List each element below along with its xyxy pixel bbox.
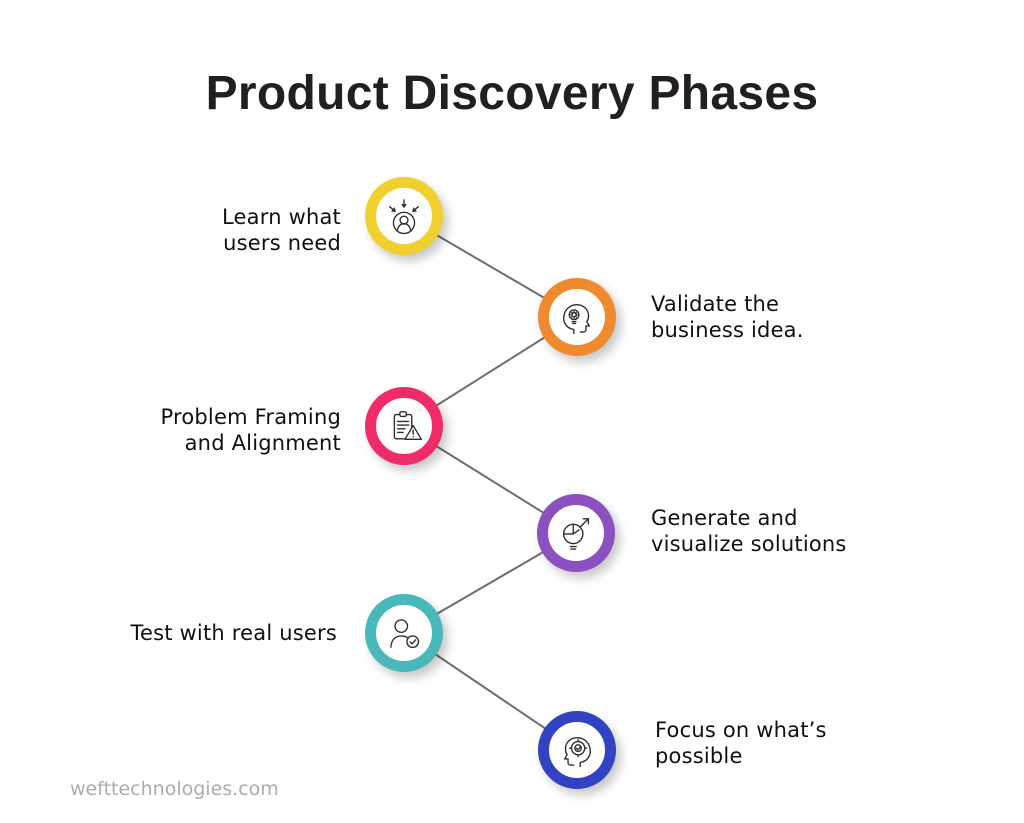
phase-node-learn <box>365 177 443 255</box>
user-needs-icon <box>387 199 421 235</box>
phase-label-line: visualize solutions <box>651 532 847 556</box>
phase-label-line: users need <box>223 231 341 255</box>
phase-label-line: Problem Framing <box>160 405 341 429</box>
phase-label-test: Test with real users <box>131 620 337 646</box>
phase-ring <box>365 594 443 672</box>
page-title: Product Discovery Phases <box>205 67 819 120</box>
puzzle-bulb-icon <box>562 518 590 550</box>
phase-label-focus: Focus on what’s possible <box>655 717 827 769</box>
phase-ring <box>538 278 616 356</box>
phase-ring <box>365 387 443 465</box>
phase-label-line: possible <box>655 744 743 768</box>
idea-head-icon <box>563 303 591 335</box>
phase-label-line: Generate and <box>651 506 798 530</box>
user-check-icon <box>390 619 420 649</box>
phase-label-line: Learn what <box>222 205 341 229</box>
phase-node-generate <box>537 494 615 572</box>
phase-node-focus <box>538 711 616 789</box>
phase-label-learn: Learn what users need <box>222 204 341 256</box>
phase-label-line: Focus on what’s <box>655 718 827 742</box>
phase-label-line: and Alignment <box>184 431 341 455</box>
phase-node-test <box>365 594 443 672</box>
phase-label-line: Validate the <box>651 292 780 316</box>
phase-ring <box>365 177 443 255</box>
phase-node-problem <box>365 387 443 465</box>
phase-label-line: Test with real users <box>130 621 337 645</box>
phase-label-validate: Validate the business idea. <box>651 291 804 343</box>
phase-label-line: business idea. <box>651 318 804 342</box>
target-head-icon <box>563 736 591 768</box>
clipboard-warning-icon <box>393 411 423 440</box>
phase-ring <box>537 494 615 572</box>
phase-label-problem: Problem Framing and Alignment <box>160 404 341 456</box>
phase-node-validate <box>538 278 616 356</box>
website-footer: wefttechnologies.com <box>70 778 279 800</box>
phase-label-generate: Generate and visualize solutions <box>651 505 847 557</box>
phase-ring <box>538 711 616 789</box>
